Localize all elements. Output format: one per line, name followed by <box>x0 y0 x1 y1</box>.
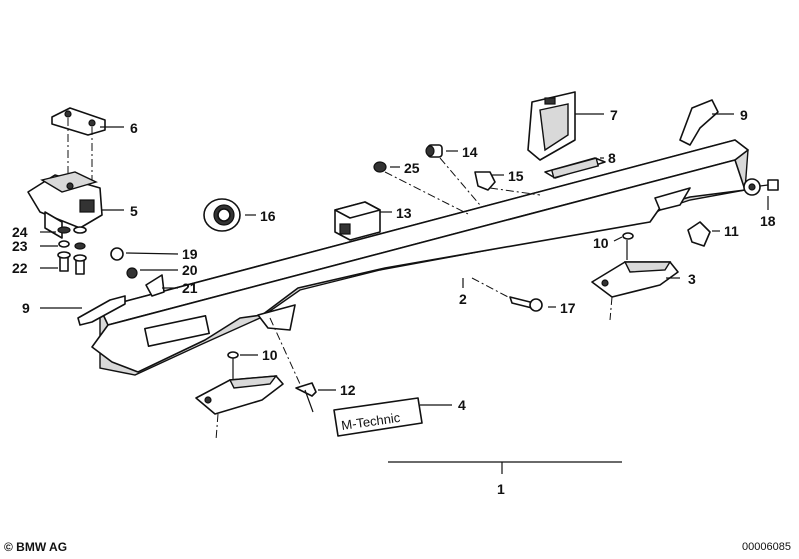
block-part <box>334 201 381 241</box>
callout-10-right: 10 <box>593 235 609 251</box>
m-technic-badge-part: M-Technic <box>333 397 423 437</box>
callout-14: 14 <box>462 144 478 160</box>
callout-17: 17 <box>560 300 576 316</box>
callout-11: 11 <box>724 223 739 239</box>
screw-right-part <box>622 232 634 240</box>
clip-set-part <box>110 247 165 297</box>
callout-4: 4 <box>458 397 466 413</box>
leader-lines <box>40 113 769 474</box>
callout-labels: 1 2 3 4 5 6 7 8 9 9 10 10 11 12 13 14 15… <box>12 107 776 497</box>
push-pin-part <box>269 317 317 413</box>
step-handle-right-part <box>591 240 679 321</box>
callout-19: 19 <box>182 246 198 262</box>
side-skirt-part <box>91 139 749 376</box>
screw-part <box>471 277 543 312</box>
callout-2: 2 <box>459 291 467 307</box>
callout-1: 1 <box>497 481 505 497</box>
callout-25: 25 <box>404 160 420 176</box>
end-cap-left-part <box>77 295 126 326</box>
callout-8: 8 <box>608 150 616 166</box>
callout-15: 15 <box>508 168 524 184</box>
document-id: 00006085 <box>742 541 791 553</box>
callout-12: 12 <box>340 382 356 398</box>
mounting-bracket-part <box>27 171 103 239</box>
grommet-part <box>203 198 241 232</box>
step-handle-left-part <box>195 351 284 441</box>
end-cap-right-part <box>679 99 719 146</box>
callout-16: 16 <box>260 208 276 224</box>
callout-20: 20 <box>182 262 198 278</box>
callout-6: 6 <box>130 120 138 136</box>
callout-5: 5 <box>130 203 138 219</box>
small-clips <box>373 144 541 216</box>
copyright-label: © BMW AG <box>4 540 68 554</box>
retaining-clip-part <box>687 221 711 247</box>
bolt-part <box>743 178 779 196</box>
callout-7: 7 <box>610 107 618 123</box>
fastener-stack <box>57 226 87 275</box>
connector-part <box>544 157 606 179</box>
callout-21: 21 <box>182 280 198 296</box>
bracket-top-part <box>51 107 106 185</box>
callout-22: 22 <box>12 260 28 276</box>
callout-23: 23 <box>12 238 28 254</box>
callout-9-left: 9 <box>22 300 30 316</box>
callout-18: 18 <box>760 213 776 229</box>
callout-10-left: 10 <box>262 347 278 363</box>
callout-24: 24 <box>12 224 28 240</box>
callout-3: 3 <box>688 271 696 287</box>
callout-9-right: 9 <box>740 107 748 123</box>
callout-13: 13 <box>396 205 412 221</box>
rear-bracket-part <box>527 91 576 161</box>
